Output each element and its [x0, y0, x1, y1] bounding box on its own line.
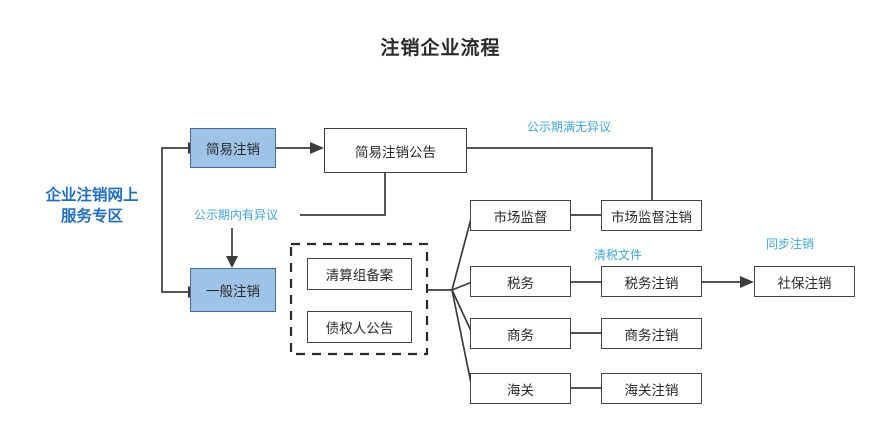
node-social-security-cancel-label: 社保注销	[777, 275, 832, 291]
wire-notice-objection-branch	[300, 173, 386, 216]
arrowhead-objection-down	[226, 256, 238, 268]
node-social-security-cancel[interactable]: 社保注销	[754, 266, 855, 297]
node-tax-cancel[interactable]: 税务注销	[601, 266, 702, 297]
node-commerce[interactable]: 商务	[470, 318, 571, 349]
node-tax[interactable]: 税务	[470, 266, 571, 297]
node-liquidation-filing[interactable]: 清算组备案	[307, 258, 412, 290]
entry-point-label-line1: 企业注销网上	[45, 187, 139, 204]
wire-hub-to-commerce	[451, 289, 473, 334]
wire-entry-bracket-lower	[161, 210, 188, 293]
node-market-supervision-cancel-label: 市场监督注销	[611, 209, 692, 225]
node-general-cancel[interactable]: 一般注销	[190, 268, 276, 312]
wire-hub-to-tax	[451, 281, 473, 291]
node-commerce-label: 商务	[507, 327, 534, 343]
node-tax-cancel-label: 税务注销	[624, 275, 679, 291]
node-liquidation-filing-label: 清算组备案	[325, 268, 394, 283]
node-customs-cancel[interactable]: 海关注销	[601, 373, 702, 404]
edge-label-tax-clearance-doc: 清税文件	[594, 248, 643, 262]
page-title: 注销企业流程	[380, 38, 501, 59]
node-creditor-notice-label: 债权人公告	[325, 321, 394, 336]
node-simple-cancel-label: 简易注销	[206, 142, 260, 157]
wire-notice-to-market-cancel	[467, 147, 653, 203]
node-simple-cancel[interactable]: 简易注销	[190, 128, 276, 168]
edge-label-has-objection: 公示期内有异议	[194, 208, 279, 222]
entry-point-label: 企业注销网上 服务专区	[22, 185, 162, 227]
wire-hub-to-market	[451, 214, 473, 291]
node-commerce-cancel-label: 商务注销	[624, 327, 679, 343]
wire-entry-bracket	[161, 147, 188, 210]
node-market-supervision[interactable]: 市场监督	[470, 200, 571, 231]
wire-hub-to-customs	[451, 289, 473, 389]
arrowhead-to-simple-notice	[310, 142, 324, 154]
node-market-supervision-cancel[interactable]: 市场监督注销	[601, 200, 702, 231]
edge-label-sync-cancel: 同步注销	[766, 237, 815, 251]
node-market-supervision-label: 市场监督	[493, 209, 548, 225]
entry-point-label-line2: 服务专区	[60, 208, 123, 225]
node-simple-notice[interactable]: 简易注销公告	[324, 128, 467, 173]
node-customs[interactable]: 海关	[470, 373, 571, 404]
node-general-cancel-label: 一般注销	[206, 284, 260, 299]
node-customs-cancel-label: 海关注销	[624, 382, 679, 398]
node-simple-notice-label: 简易注销公告	[355, 144, 436, 160]
edge-label-no-objection: 公示期满无异议	[527, 120, 612, 134]
node-commerce-cancel[interactable]: 商务注销	[601, 318, 702, 349]
node-creditor-notice[interactable]: 债权人公告	[307, 311, 412, 343]
arrowhead-to-social-cancel	[740, 276, 754, 288]
node-customs-label: 海关	[507, 382, 534, 398]
node-tax-label: 税务	[507, 275, 534, 291]
